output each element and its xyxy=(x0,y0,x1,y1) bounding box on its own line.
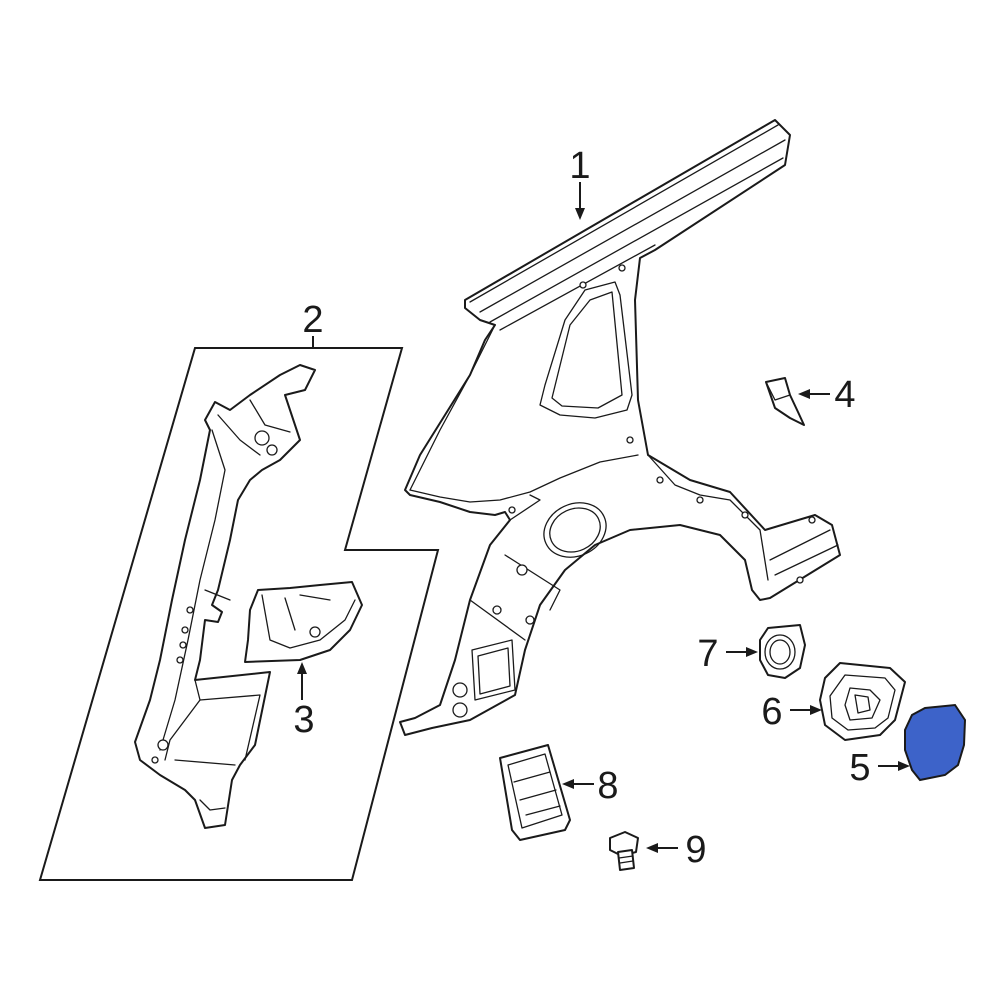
bolt[interactable] xyxy=(609,831,639,871)
callout-1: 1 xyxy=(569,145,590,187)
callout-6: 6 xyxy=(761,691,782,733)
leaders xyxy=(297,182,910,853)
fuel-door[interactable] xyxy=(904,703,967,782)
filler-housing[interactable] xyxy=(819,662,906,741)
callout-2: 2 xyxy=(302,299,323,341)
filler-seal[interactable] xyxy=(759,624,806,679)
quarter-panel[interactable] xyxy=(399,119,841,736)
inner-pillar-panel[interactable] xyxy=(134,364,316,829)
pressure-vent[interactable] xyxy=(499,744,571,841)
callout-8: 8 xyxy=(597,765,618,807)
clip[interactable] xyxy=(765,377,805,426)
group-frame xyxy=(38,347,440,881)
reinforcement-bracket[interactable] xyxy=(244,581,363,663)
callout-5: 5 xyxy=(849,747,870,789)
callout-3: 3 xyxy=(293,699,314,741)
callout-4: 4 xyxy=(834,374,855,416)
callout-9: 9 xyxy=(685,829,706,871)
callout-7: 7 xyxy=(697,633,718,675)
